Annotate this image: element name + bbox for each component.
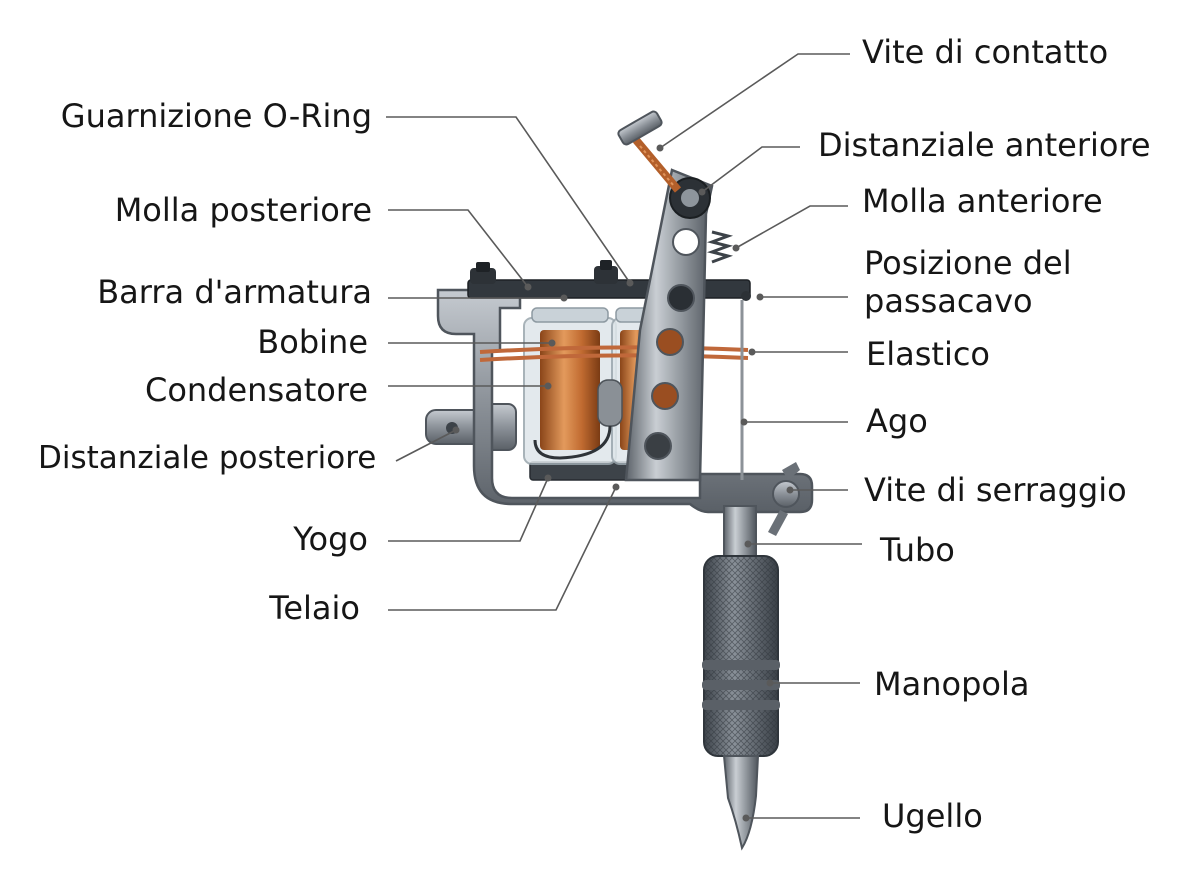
leader-molla-ant bbox=[735, 205, 848, 249]
label-molla-anteriore: Molla anteriore bbox=[862, 182, 1103, 220]
label-ugello: Ugello bbox=[882, 797, 983, 835]
label-telaio: Telaio bbox=[269, 589, 360, 627]
leader-lines bbox=[386, 53, 862, 819]
label-barra-armatura: Barra d'armatura bbox=[97, 273, 372, 311]
machine-illustration bbox=[425, 110, 814, 851]
label-distanziale-posteriore: Distanziale posteriore bbox=[38, 440, 377, 476]
label-yogo: Yogo bbox=[293, 520, 368, 558]
contact-screw bbox=[617, 110, 682, 193]
label-manopola: Manopola bbox=[874, 665, 1030, 703]
label-ago: Ago bbox=[866, 402, 928, 440]
leader-dots bbox=[452, 144, 794, 822]
capacitor bbox=[533, 379, 623, 460]
label-tubo: Tubo bbox=[880, 531, 955, 569]
front-spring bbox=[706, 230, 734, 264]
leader-distanziale-post bbox=[395, 429, 457, 462]
armature-bar bbox=[467, 260, 751, 299]
front-upright bbox=[624, 168, 714, 482]
label-distanziale-anteriore: Distanziale anteriore bbox=[818, 126, 1151, 164]
label-vite-di-contatto: Vite di contatto bbox=[862, 33, 1109, 71]
label-elastico: Elastico bbox=[866, 335, 990, 373]
label-condensatore: Condensatore bbox=[144, 371, 368, 409]
leader-telaio bbox=[388, 486, 617, 611]
leader-distanziale-ant bbox=[701, 146, 800, 193]
label-vite-di-serraggio: Vite di serraggio bbox=[864, 471, 1127, 509]
label-posizione-passacavo: Posizione del passacavo bbox=[864, 244, 1072, 320]
leader-vite-contatto bbox=[659, 53, 850, 149]
rubber-band bbox=[479, 345, 749, 362]
tip bbox=[722, 755, 760, 851]
leader-guarnizione bbox=[386, 116, 631, 284]
label-guarnizione-o-ring: Guarnizione O-Ring bbox=[60, 97, 372, 135]
label-molla-posteriore: Molla posteriore bbox=[114, 191, 372, 229]
leader-molla-posteriore bbox=[388, 209, 529, 288]
grip bbox=[702, 555, 780, 757]
leader-yogo bbox=[388, 477, 549, 542]
rear-binding-post bbox=[425, 403, 517, 451]
tube-vise-screw bbox=[768, 462, 800, 536]
label-bobine: Bobine bbox=[257, 323, 368, 361]
